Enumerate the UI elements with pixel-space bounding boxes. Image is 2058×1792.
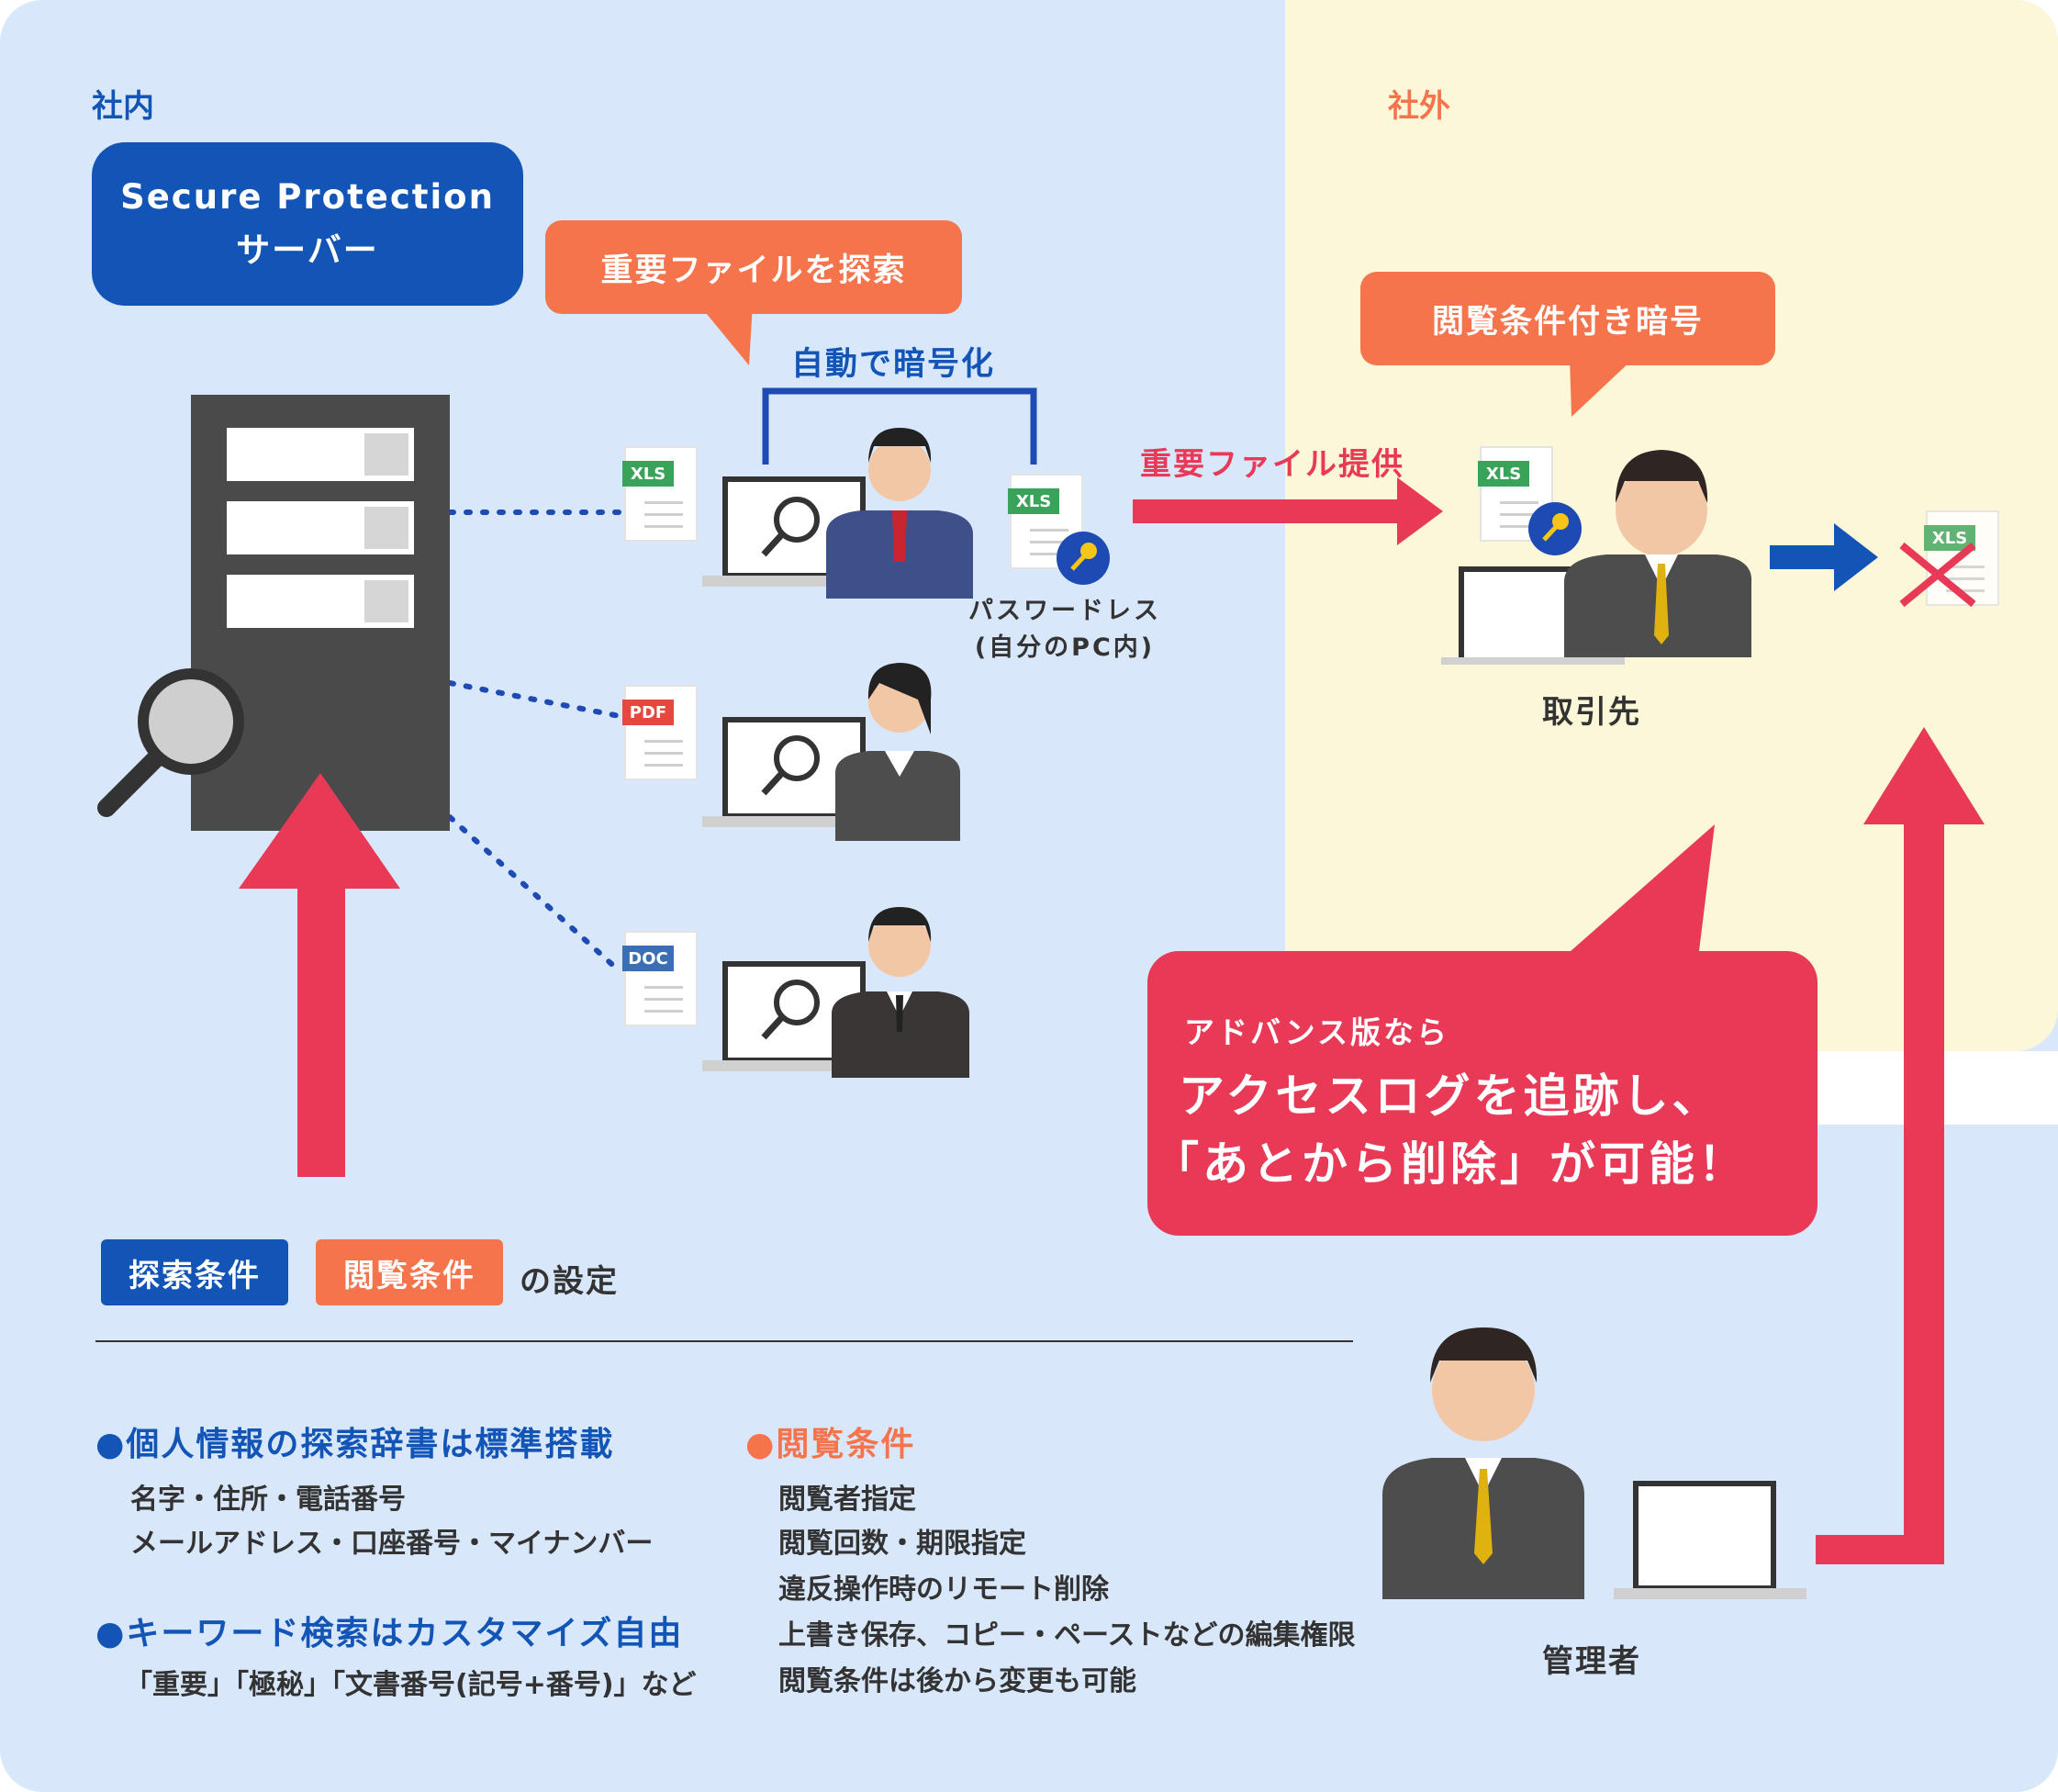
search-bubble: 重要ファイルを探索 (545, 220, 962, 314)
right-heading: ●閲覧条件 (745, 1426, 916, 1463)
right-item-4: 上書き保存、コピー・ペーストなどの編集権限 (778, 1619, 1356, 1652)
encrypted-xls-document: XLS (1008, 474, 1083, 569)
server-title-line1: Secure Protection (120, 177, 495, 217)
pdf-document: PDF (622, 685, 698, 780)
view-condition-tag: 閲覧条件 (316, 1239, 503, 1305)
admin-label: 管理者 (1542, 1643, 1641, 1680)
provide-label: 重要ファイル提供 (1140, 446, 1404, 483)
settings-suffix: の設定 (520, 1263, 619, 1300)
server-icon (191, 395, 450, 831)
advanced-line3: 「あとから削除」が可能！ (1153, 1137, 1748, 1191)
right-item-1: 閲覧者指定 (778, 1484, 916, 1516)
admin-arrow (1816, 727, 1985, 1564)
password-less-note: パスワードレス (自分のPC内) (945, 593, 1184, 666)
employee-3 (702, 907, 969, 1078)
connector-lines (450, 510, 627, 974)
right-item-2: 閲覧回数・期限指定 (778, 1528, 1026, 1560)
settings-up-arrow (239, 773, 400, 1177)
encrypted-xls-tag: XLS (1008, 488, 1059, 514)
admin-person (1382, 1327, 1806, 1599)
divider (95, 1340, 1353, 1342)
auto-encrypt-label: 自動で暗号化 (791, 346, 996, 383)
advanced-callout-tail (1562, 824, 1715, 958)
partner-key-icon (1528, 502, 1582, 555)
encrypt-bubble-tail (1570, 358, 1634, 417)
delete-x-icon (1899, 542, 1976, 608)
inside-label: 社内 (92, 88, 154, 125)
left-item-2: メールアドレス・口座番号・マイナンバー (130, 1528, 654, 1560)
right-item-5: 閲覧条件は後から変更も可能 (778, 1665, 1136, 1697)
left-item-1: 名字・住所・電話番号 (130, 1484, 406, 1516)
blue-arrow (1770, 523, 1878, 591)
left-heading-2: ●キーワード検索はカスタマイズ自由 (95, 1615, 684, 1652)
key-icon (1057, 532, 1110, 585)
pdf-tag: PDF (622, 700, 674, 725)
server-title-line2: サーバー (236, 230, 379, 270)
partner-xls-tag: XLS (1478, 461, 1529, 487)
left-item-3: 「重要」「極秘」「文書番号(記号+番号)」など (125, 1669, 697, 1701)
xls-document: XLS (622, 446, 698, 542)
advanced-line1: アドバンス版なら (1184, 1014, 1449, 1050)
doc-document: DOC (622, 931, 698, 1026)
encrypt-bracket (762, 387, 1037, 465)
left-heading-1: ●個人情報の探索辞書は標準搭載 (95, 1426, 615, 1463)
doc-tag: DOC (622, 946, 674, 971)
advanced-callout: アドバンス版なら アクセスログを追跡し、 「あとから削除」が可能！ (1147, 951, 1818, 1236)
outside-label: 社外 (1388, 88, 1450, 125)
encrypt-bubble: 閲覧条件付き暗号 (1360, 272, 1775, 365)
magnifier-icon (97, 668, 244, 817)
right-item-3: 違反操作時のリモート削除 (778, 1574, 1109, 1606)
password-less-line1: パスワードレス (968, 597, 1161, 625)
xls-tag: XLS (622, 461, 674, 487)
server-title: Secure Protection サーバー (92, 142, 523, 306)
employee-1 (702, 428, 973, 599)
partner-person (1441, 450, 1752, 665)
advanced-line2: アクセスログを追跡し、 (1179, 1070, 1722, 1123)
partner-label: 取引先 (1542, 694, 1641, 731)
employee-2 (702, 663, 960, 841)
provide-arrow (1133, 477, 1443, 545)
password-less-line2: (自分のPC内) (974, 633, 1156, 662)
search-bubble-tail (698, 303, 753, 365)
search-condition-tag: 探索条件 (101, 1239, 288, 1305)
